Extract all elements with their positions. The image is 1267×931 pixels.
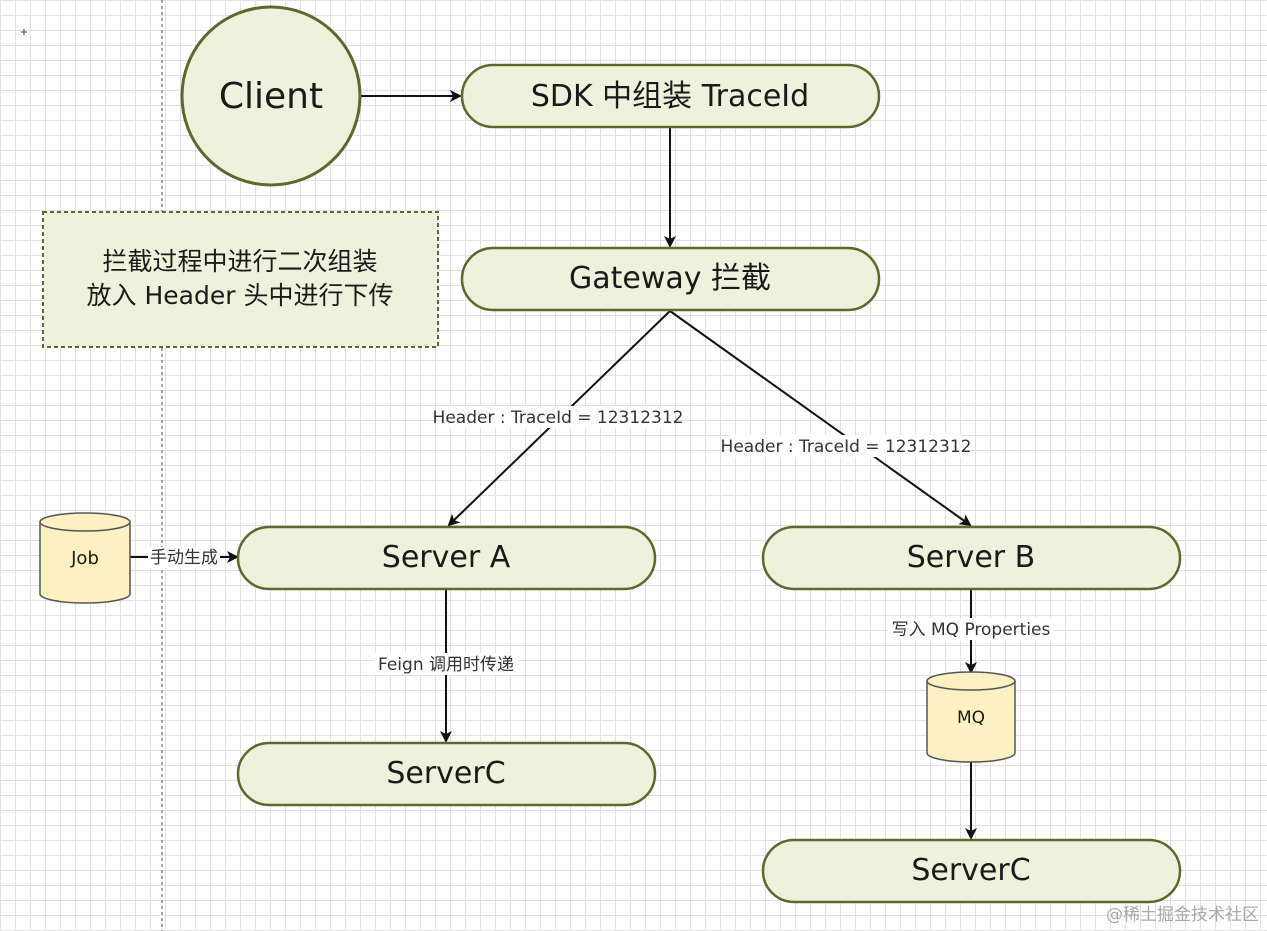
server-b-node[interactable]: Server B (761, 525, 1182, 591)
note-line-1: 拦截过程中进行二次组装 (102, 247, 377, 276)
sdk-label: SDK 中组装 TraceId (531, 79, 809, 114)
server-c-right-label: ServerC (911, 853, 1030, 888)
job-label: Job (70, 548, 99, 569)
server-b-label: Server B (907, 540, 1036, 575)
client-node[interactable]: Client (180, 5, 362, 187)
edge-label-text: 写入 MQ Properties (892, 620, 1051, 640)
server-a-node[interactable]: Server A (236, 525, 657, 591)
note-line-2: 放入 Header 头中进行下传 (87, 281, 394, 310)
sdk-node[interactable]: SDK 中组装 TraceId (460, 63, 881, 129)
server-c-left-node[interactable]: ServerC (236, 741, 657, 807)
server-a-label: Server A (382, 540, 511, 575)
gateway-label: Gateway 拦截 (569, 261, 771, 296)
edge-label-b-mq: 写入 MQ Properties (888, 618, 1054, 640)
crosshair-icon (21, 29, 27, 35)
server-c-left-label: ServerC (386, 756, 505, 791)
edge-label-text: Header : TraceId = 12312312 (721, 437, 972, 457)
edge-label-text: Feign 调用时传递 (378, 655, 514, 675)
gateway-node[interactable]: Gateway 拦截 (460, 246, 881, 312)
server-c-right-node[interactable]: ServerC (761, 838, 1182, 904)
edge-label-text: Header : TraceId = 12312312 (433, 408, 684, 428)
watermark: @稀土掘金技术社区 (1106, 905, 1259, 925)
mq-database[interactable]: MQ (926, 671, 1016, 763)
client-label: Client (219, 76, 323, 117)
edge-label-text: 手动生成 (150, 548, 218, 568)
job-database[interactable]: Job (39, 512, 131, 604)
edge-label-gateway-a: Header : TraceId = 12312312 (433, 406, 684, 428)
edge-gateway-to-server-b (669, 310, 972, 527)
mq-label: MQ (957, 708, 985, 728)
edge-label-job-a: 手动生成 (148, 547, 220, 568)
edge-label-a-c: Feign 调用时传递 (374, 653, 518, 675)
edge-label-gateway-b: Header : TraceId = 12312312 (721, 435, 972, 457)
note-box: 拦截过程中进行二次组装 放入 Header 头中进行下传 (42, 211, 439, 348)
